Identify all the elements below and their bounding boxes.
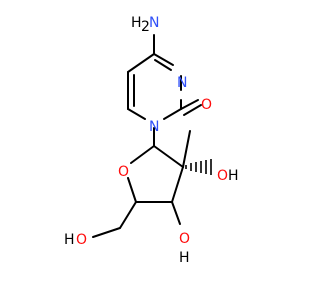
bond-c2prime-methyl bbox=[182, 130, 191, 168]
oh-3prime-oxygen: O bbox=[179, 231, 190, 247]
bond-c1prime-c2prime bbox=[153, 145, 184, 168]
bond-c4prime-o bbox=[127, 177, 137, 203]
bond-n1-c6 bbox=[127, 108, 146, 120]
molecule-structure: H N N N O O O H O H H O 2 bbox=[64, 15, 239, 266]
bond-c5-c4 bbox=[127, 53, 155, 73]
ring-oxygen: O bbox=[118, 164, 129, 180]
bond-o-c1prime bbox=[130, 145, 155, 164]
bond-c3prime-oh bbox=[171, 201, 181, 225]
bonds bbox=[92, 34, 202, 238]
ring-nitrogen-n3: N bbox=[177, 75, 187, 91]
bond-c4-n3 bbox=[153, 53, 174, 66]
bond-c4prime-c5prime bbox=[119, 201, 137, 229]
bond-c5prime-o bbox=[92, 227, 121, 238]
oh-3prime-hydrogen: H bbox=[179, 250, 190, 266]
amine-nitrogen: N bbox=[149, 15, 159, 31]
amine-h1: H bbox=[131, 15, 142, 31]
oh-5prime-oxygen: O bbox=[76, 232, 87, 248]
carbonyl-oxygen: O bbox=[201, 97, 212, 113]
bond-c2-o-double bbox=[183, 104, 202, 116]
atom-labels: H N N N O O O H O H H O bbox=[64, 15, 239, 266]
bond-c2-o bbox=[180, 99, 199, 110]
amine-subscript: 2 bbox=[141, 19, 150, 35]
bond-c2-n1 bbox=[163, 108, 182, 120]
hashed-wedge-c2prime-oh bbox=[185, 159, 212, 175]
oh-2prime-oxygen: O bbox=[217, 168, 228, 184]
oh-2prime-hydrogen: H bbox=[228, 168, 239, 184]
oh-5prime-hydrogen: H bbox=[64, 232, 75, 248]
ring-nitrogen-n1: N bbox=[149, 119, 159, 135]
bond-c4-n3-double bbox=[154, 59, 172, 71]
bond-c2prime-c3prime bbox=[171, 166, 184, 203]
